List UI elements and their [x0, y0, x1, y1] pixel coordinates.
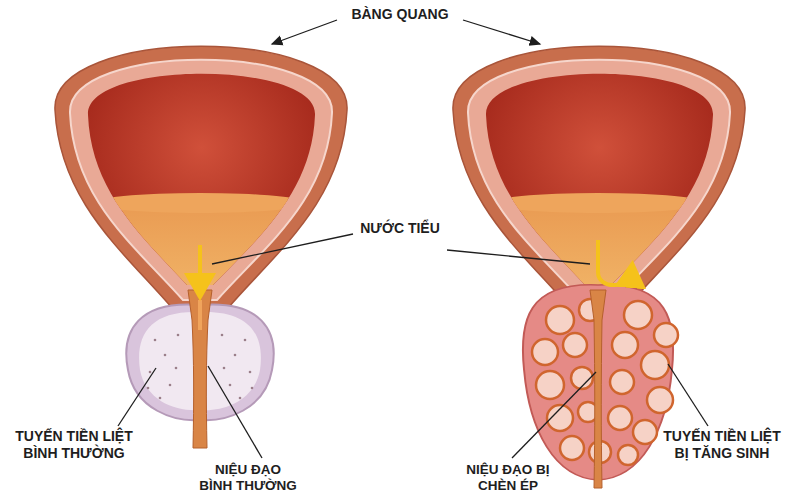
leader-lines — [118, 20, 708, 458]
normal-bladder — [55, 46, 350, 315]
part-label: TUYẾN TIỀN LIỆT BÌNH THƯỜNG — [8, 428, 140, 462]
part-label: NIỆU ĐẠO BÌNH THƯỜNG — [198, 462, 298, 494]
part-label: NIỆU ĐẠO BỊ CHÈN ÉP — [462, 462, 554, 494]
organ-label: BÀNG QUANG — [335, 6, 465, 23]
normal-urethra — [188, 290, 212, 448]
compressed-urethra — [590, 290, 606, 488]
fluid-label: NƯỚC TIỂU — [350, 220, 450, 237]
urine-blocked-arrow — [598, 240, 632, 285]
urine-flow-arrow — [198, 245, 202, 293]
part-label: TUYẾN TIỀN LIỆT BỊ TĂNG SINH — [656, 428, 788, 462]
enlarged-bladder — [453, 46, 748, 315]
